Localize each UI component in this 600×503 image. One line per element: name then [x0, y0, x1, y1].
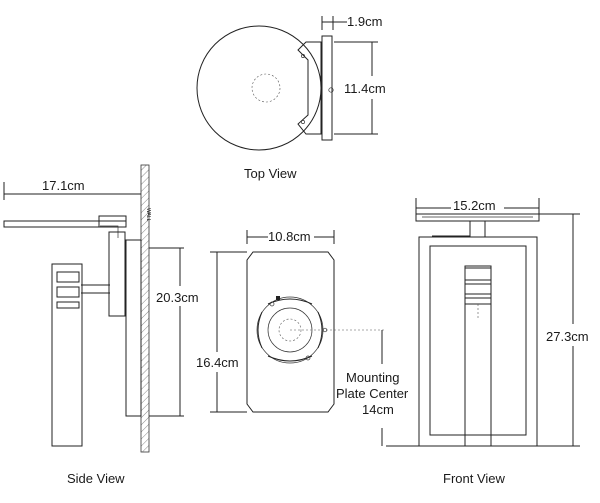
plate-width-label: 10.8cm [268, 229, 311, 244]
side-view-canopy-bracket [98, 215, 127, 228]
plate-slot-3 [267, 355, 313, 362]
side-view-backplate [125, 239, 142, 417]
plate-height-label: 16.4cm [196, 355, 239, 370]
front-view-lamp-band-2 [464, 283, 492, 295]
top-view-arm-bracket [297, 41, 322, 135]
top-view-bolt-1 [301, 54, 305, 58]
front-height-label: 27.3cm [546, 329, 589, 344]
mounting-plate-view: 10.8cm 16.4cm Mounting Plate Center 14cm [196, 229, 409, 446]
mount-center-line1: Mounting [346, 370, 399, 385]
top-depth-label: 1.9cm [347, 14, 382, 29]
top-view: 1.9cm 11.4cm Top View [196, 14, 386, 181]
top-view-screw [328, 87, 334, 93]
top-view-center-hub [251, 73, 281, 103]
side-view-caption: Side View [67, 471, 125, 486]
top-view-wall-plate [321, 35, 333, 141]
front-view: 15.2cm 27.3cm Front View [386, 198, 589, 486]
mount-center-line3: 14cm [362, 402, 394, 417]
mounting-plate-outline [246, 251, 335, 413]
front-view-lamp-band-1 [464, 267, 492, 281]
front-view-lamp-band-3 [464, 297, 492, 305]
top-view-caption: Top View [244, 166, 297, 181]
plate-center-hole [278, 318, 302, 342]
plate-slot-1 [267, 298, 313, 305]
side-view: WALL 17.1cm 20.3cm Side View [3, 164, 199, 486]
top-view-bolt-2 [301, 120, 305, 124]
side-view-arm-joint [100, 225, 119, 238]
side-view-lamp-band-3 [56, 301, 80, 309]
front-view-lamp-column [464, 265, 492, 447]
side-view-lamp-band-1 [56, 271, 80, 283]
plate-ground-marker [276, 296, 280, 300]
mount-center-line2: Plate Center [336, 386, 409, 401]
side-view-lamp-band-2 [56, 286, 80, 298]
plate-slot-4 [257, 311, 263, 349]
side-view-mount-bracket [108, 231, 126, 317]
front-width-label: 15.2cm [453, 198, 496, 213]
wall-label: WALL [145, 208, 151, 222]
front-view-frame-inner [429, 245, 527, 436]
front-view-stem [469, 220, 486, 238]
side-plate-label: 20.3cm [156, 290, 199, 305]
plate-screw-1 [269, 301, 275, 307]
front-view-caption: Front View [443, 471, 506, 486]
top-view-shade-circle [196, 25, 322, 151]
side-view-lamp-body [51, 263, 83, 447]
top-plate-label: 11.4cm [344, 81, 386, 96]
front-view-canopy [415, 213, 540, 222]
plate-screw-2 [305, 355, 311, 361]
side-ext-label: 17.1cm [42, 178, 85, 193]
